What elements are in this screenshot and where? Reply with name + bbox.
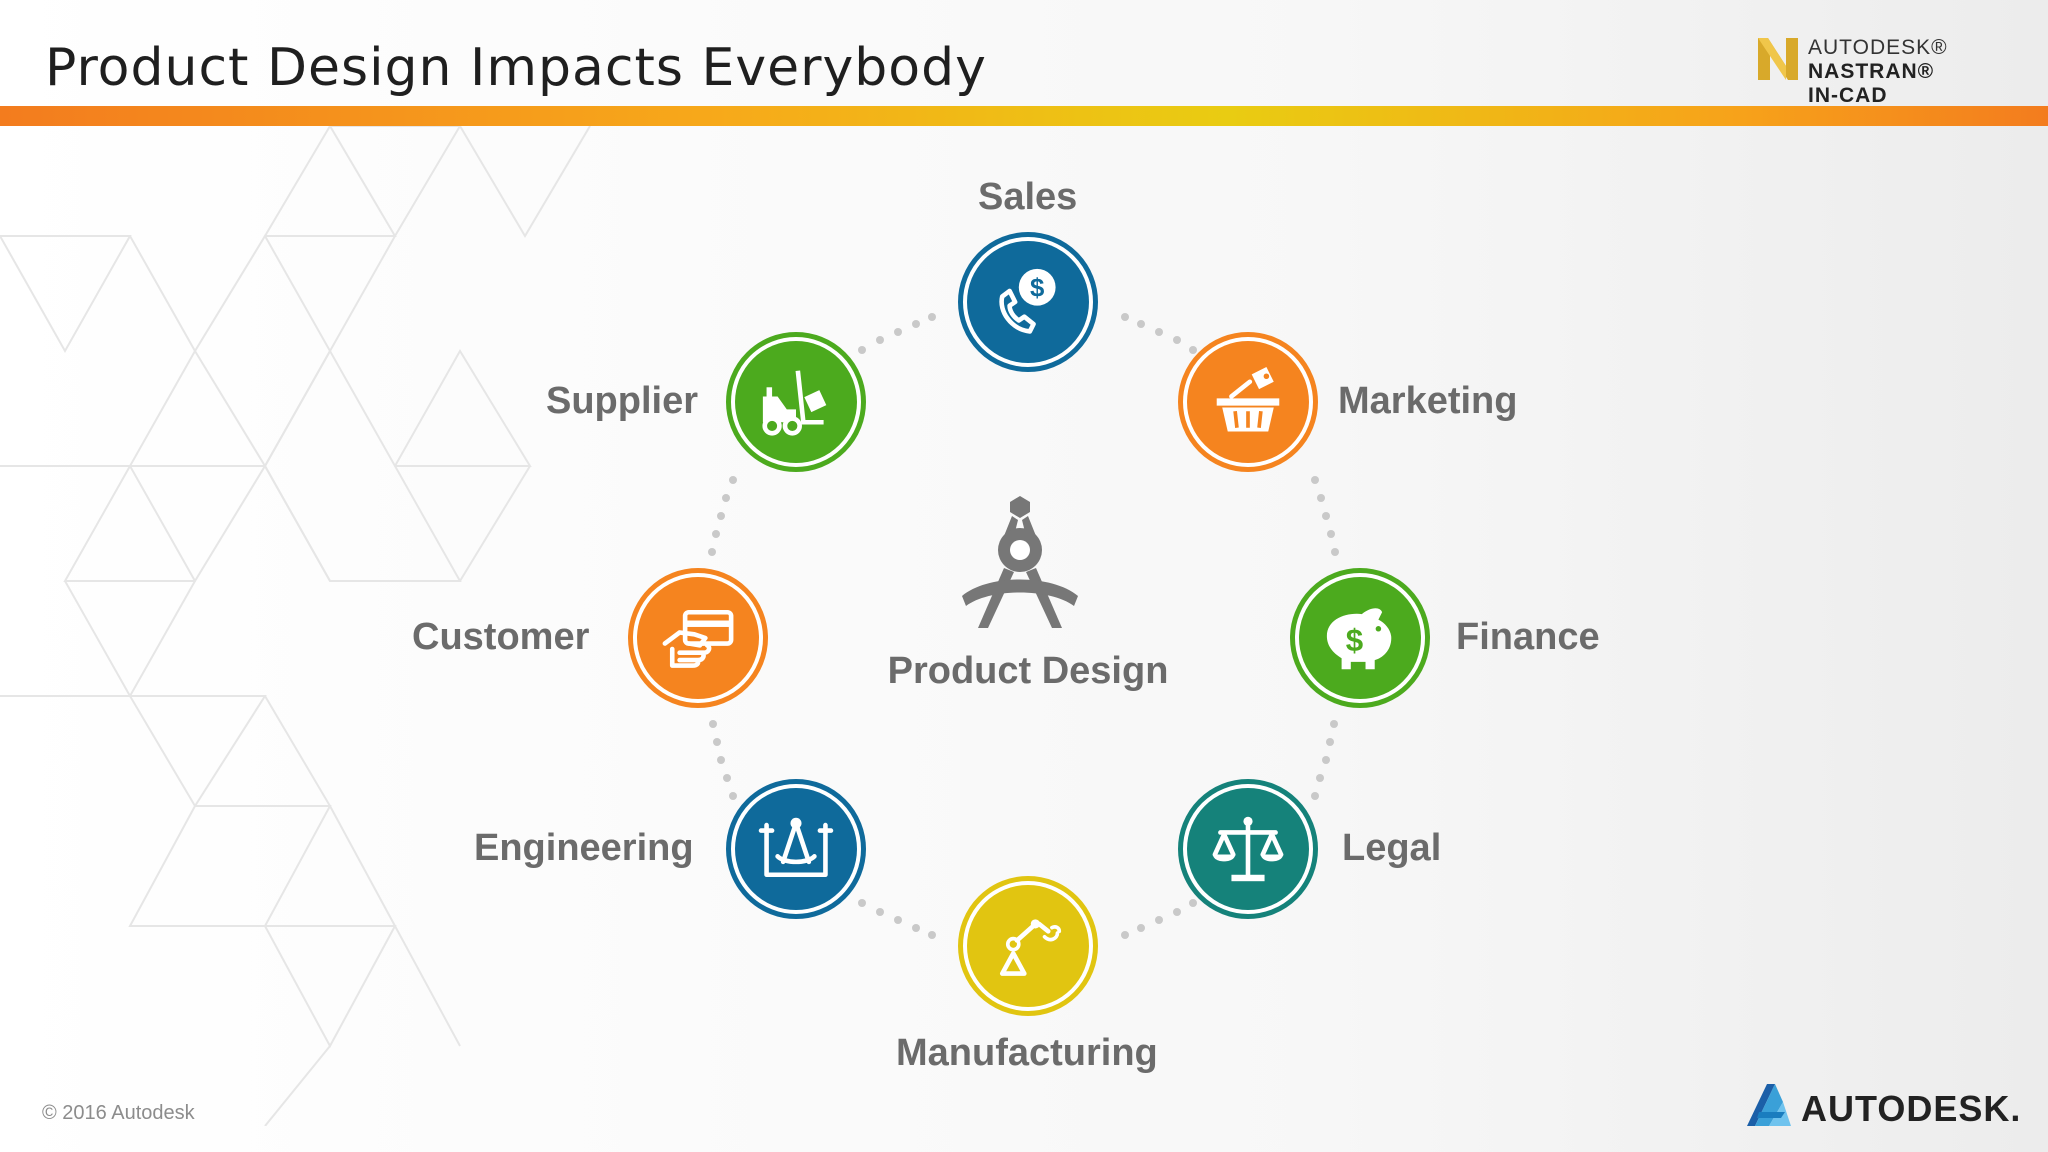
copyright: © 2016 Autodesk <box>42 1102 195 1124</box>
svg-text:$: $ <box>1030 274 1044 302</box>
brand-top-line2: NASTRAN® IN-CAD <box>1808 60 1935 107</box>
label-engineering: Engineering <box>474 827 694 869</box>
node-manufacturing <box>958 876 1098 1016</box>
nastran-logo: AUTODESK® NASTRAN® IN-CAD <box>1756 36 1947 107</box>
autodesk-wordmark: AUTODESK. <box>1801 1088 2022 1129</box>
node-supplier <box>726 332 866 472</box>
label-sales: Sales <box>978 176 1078 218</box>
scales-icon <box>1212 816 1284 882</box>
compass-drafting-icon <box>962 496 1078 628</box>
nastran-n-icon <box>1758 38 1798 80</box>
blueprint-compass-icon <box>758 817 834 878</box>
autodesk-logo: AUTODESK. <box>1745 1082 2020 1133</box>
label-legal: Legal <box>1342 827 1442 869</box>
shopping-basket-tag-icon <box>1216 367 1280 432</box>
hand-credit-card-icon <box>662 609 734 668</box>
label-customer: Customer <box>412 616 590 658</box>
slide-title: Product Design Impacts Everybody <box>45 38 987 98</box>
node-customer <box>628 568 768 708</box>
node-sales: $ <box>958 232 1098 372</box>
center-label: Product Design <box>887 650 1169 692</box>
accent-bar <box>0 106 2048 126</box>
node-legal <box>1178 779 1318 919</box>
forklift-icon <box>762 370 827 436</box>
phone-dollar-icon: $ <box>999 268 1056 334</box>
piggy-bank-icon: $ <box>1326 608 1392 670</box>
svg-text:$: $ <box>1346 623 1363 658</box>
autodesk-a-icon <box>1747 1084 1791 1126</box>
triangle-pattern <box>0 126 591 1126</box>
label-supplier: Supplier <box>546 380 699 422</box>
robot-arm-icon <box>999 919 1062 976</box>
node-engineering <box>726 779 866 919</box>
label-manufacturing: Manufacturing <box>896 1032 1158 1074</box>
label-marketing: Marketing <box>1338 380 1518 422</box>
label-finance: Finance <box>1456 616 1600 658</box>
brand-top-line1: AUTODESK® <box>1808 36 1948 59</box>
node-marketing <box>1178 332 1318 472</box>
node-finance: $ <box>1290 568 1430 708</box>
